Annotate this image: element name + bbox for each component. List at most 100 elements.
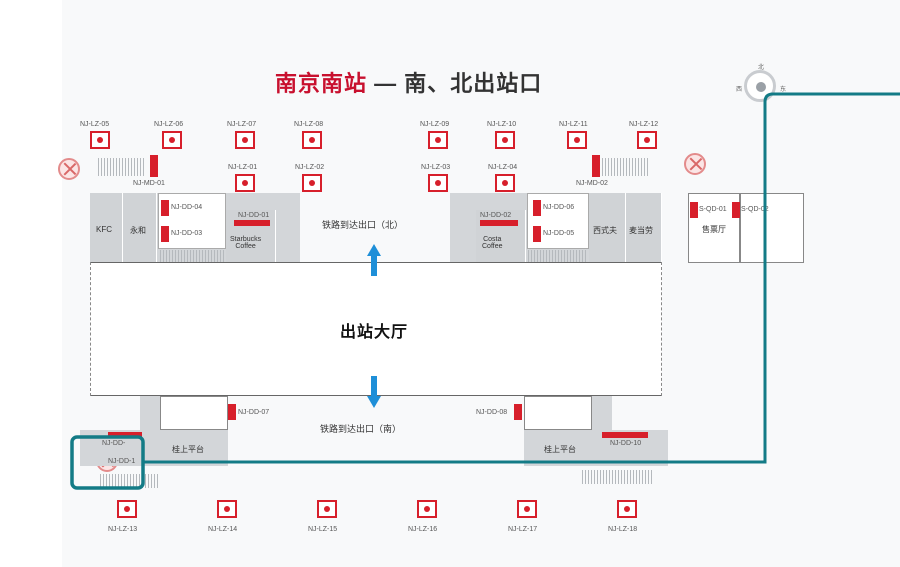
exit-icon[interactable]: [235, 174, 255, 192]
gate-label: S-QD-02: [741, 206, 769, 213]
exit-icon[interactable]: [117, 500, 137, 518]
platform-label: 桂上平台: [544, 445, 576, 454]
exit-label: NJ-LZ-14: [208, 526, 238, 533]
gate-label: NJ-DD-07: [238, 409, 270, 416]
exit-icon[interactable]: [162, 131, 182, 149]
exit-label: NJ-LZ-13: [108, 526, 138, 533]
compass-center: [756, 82, 766, 92]
exit-label: NJ-LZ-06: [154, 121, 184, 128]
gate-dd01: [234, 220, 270, 226]
exit-label: NJ-LZ-02: [295, 164, 325, 171]
gate-label: NJ-DD-: [102, 440, 126, 447]
gate-qd02: [732, 202, 740, 218]
exit-icon[interactable]: [235, 131, 255, 149]
arrow-head: [367, 396, 381, 408]
texas-label: 西式夫: [593, 226, 617, 235]
kfc-store: [90, 193, 123, 263]
exit-icon[interactable]: [90, 131, 110, 149]
md-label: NJ-MD-02: [576, 180, 608, 187]
gate-dd09: [108, 432, 142, 438]
gate-dd06: [533, 200, 541, 216]
gate-label: NJ-DD-04: [171, 204, 203, 211]
dd-room: [524, 396, 592, 430]
exit-label: NJ-LZ-11: [559, 121, 588, 128]
gate-label: NJ-DD-01: [238, 212, 270, 219]
gate-dd02: [480, 220, 518, 226]
exit-icon[interactable]: [617, 500, 637, 518]
exit-label: NJ-LZ-08: [294, 121, 324, 128]
mcd-label: 麦当劳: [629, 226, 653, 235]
arrow-down-icon: [367, 376, 381, 410]
kfc-label: KFC: [96, 225, 112, 234]
exit-icon[interactable]: [428, 174, 448, 192]
gate-label: S-QD-01: [699, 206, 727, 213]
station-name: 南京南站: [275, 71, 368, 96]
turnstiles: [582, 470, 652, 484]
exit-icon[interactable]: [637, 131, 657, 149]
exit-label: NJ-LZ-05: [80, 121, 110, 128]
arrow-shaft: [371, 256, 377, 276]
gate-label: NJ-DD-03: [171, 230, 203, 237]
md-label: NJ-MD-01: [133, 180, 165, 187]
platform-label: 桂上平台: [172, 445, 204, 454]
costa-label: Costa Coffee: [482, 236, 503, 250]
gate-label: NJ-DD-10: [610, 440, 642, 447]
gate-label: NJ-DD-05: [543, 230, 575, 237]
turnstiles: [602, 158, 650, 176]
exit-icon[interactable]: [217, 500, 237, 518]
compass-west: 西: [736, 87, 743, 93]
turnstiles: [100, 474, 160, 488]
stair-block: [140, 396, 160, 430]
hall-edge: [90, 262, 91, 396]
exit-icon[interactable]: [567, 131, 587, 149]
exit-label: NJ-LZ-07: [227, 121, 257, 128]
exit-label: NJ-LZ-09: [420, 121, 450, 128]
hall-label: 出站大厅: [340, 324, 409, 341]
exit-icon[interactable]: [302, 174, 322, 192]
map-title: 南京南站 — 南、北出站口: [275, 66, 542, 98]
stair-block: [592, 396, 612, 430]
hall-edge: [661, 262, 662, 396]
north-exit-label: 铁路到达出口（北）: [322, 220, 404, 230]
exit-label: NJ-LZ-15: [308, 526, 338, 533]
md-gate: [592, 155, 600, 177]
arrow-up-icon: [367, 244, 381, 278]
gate-dd03: [161, 226, 169, 242]
exit-label: NJ-LZ-04: [488, 164, 518, 171]
compass-icon: 北 西 东: [736, 62, 786, 112]
gate-dd08: [514, 404, 522, 420]
exit-label: NJ-LZ-10: [487, 121, 517, 128]
gate-dd05: [533, 226, 541, 242]
gate-label: NJ-DD-08: [476, 409, 508, 416]
exit-label: NJ-LZ-18: [608, 526, 638, 533]
md-gate: [150, 155, 158, 177]
closed-exit-icon: [58, 158, 80, 180]
exit-icon[interactable]: [417, 500, 437, 518]
exit-label: NJ-LZ-17: [508, 526, 538, 533]
exit-icon[interactable]: [302, 131, 322, 149]
exit-icon[interactable]: [317, 500, 337, 518]
ticket-hall-annex: [740, 193, 804, 263]
closed-exit-icon: [684, 153, 706, 175]
starbucks-label: Starbucks Coffee: [230, 236, 262, 250]
ticket-hall-label: 售票厅: [702, 225, 726, 234]
compass-east: 东: [780, 87, 787, 93]
arrow-head: [367, 244, 381, 256]
exit-label: NJ-LZ-12: [629, 121, 659, 128]
yonghe-label: 永和: [130, 226, 146, 235]
gate-dd07: [228, 404, 236, 420]
south-exit-label: 铁路到达出口（南）: [320, 424, 402, 434]
exit-icon[interactable]: [495, 174, 515, 192]
exit-label: NJ-LZ-03: [421, 164, 451, 171]
gate-dd10: [602, 432, 648, 438]
exit-label: NJ-LZ-01: [228, 164, 258, 171]
platform-block: [80, 430, 228, 466]
exit-icon[interactable]: [517, 500, 537, 518]
exit-icon[interactable]: [428, 131, 448, 149]
gate-qd01: [690, 202, 698, 218]
title-rest: — 南、北出站口: [367, 71, 543, 96]
gate-label: NJ-DD-02: [480, 212, 512, 219]
exit-icon[interactable]: [495, 131, 515, 149]
compass-north: 北: [758, 65, 765, 71]
